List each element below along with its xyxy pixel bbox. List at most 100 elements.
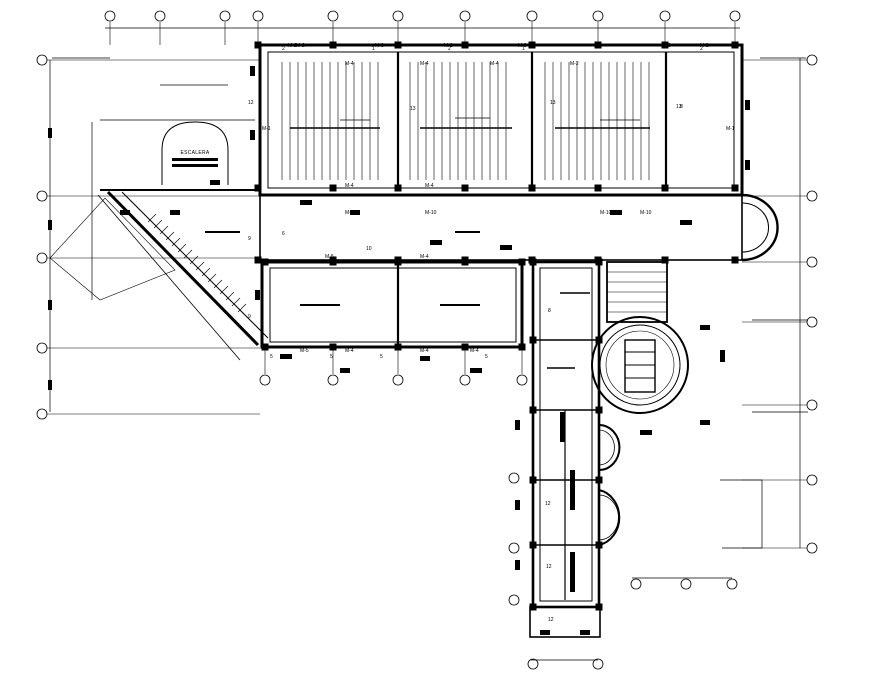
- room-number: 2: [282, 46, 285, 52]
- column: [329, 184, 337, 192]
- column: [595, 476, 603, 484]
- column: [394, 258, 402, 266]
- wall-segment: [720, 350, 725, 362]
- wall-segment: [640, 430, 652, 435]
- wall-segment: [700, 420, 710, 425]
- wall-tag: M-3: [518, 43, 527, 49]
- room-number: 9: [248, 314, 251, 320]
- room-number: 5: [380, 354, 383, 360]
- wall-segment: [420, 356, 430, 361]
- column: [254, 41, 262, 49]
- wall-tag: M-4: [420, 254, 429, 260]
- grid-bubble: [726, 578, 738, 590]
- column: [461, 258, 469, 266]
- room-number: 8: [680, 104, 683, 110]
- grid-bubble: [327, 374, 339, 386]
- column: [329, 41, 337, 49]
- grid-bubble: [806, 316, 818, 328]
- wall-segment: [250, 130, 255, 140]
- room-number: 12: [546, 564, 552, 570]
- wall-tag: M-4: [470, 348, 479, 354]
- column: [594, 184, 602, 192]
- towers: [591, 193, 779, 546]
- wall-segment: [250, 66, 255, 76]
- grid-bubble: [806, 399, 818, 411]
- room-number: 5: [270, 354, 273, 360]
- room-number: 5: [485, 354, 488, 360]
- wall-segment: [470, 368, 482, 373]
- wall-tag: M-4: [345, 183, 354, 189]
- column: [261, 258, 269, 266]
- column: [661, 184, 669, 192]
- column: [731, 184, 739, 192]
- wall-segment: [280, 354, 292, 359]
- column: [254, 256, 262, 264]
- column: [595, 258, 603, 266]
- grid-bubble: [729, 10, 741, 22]
- stair-dome: ESCALERA: [161, 121, 229, 185]
- dimension-lines: [49, 27, 808, 661]
- column: [594, 41, 602, 49]
- wall-segment: [700, 325, 710, 330]
- grid-bubble: [508, 472, 520, 484]
- grid-bubble: [259, 374, 271, 386]
- wall-segment: [515, 500, 520, 510]
- room-number: 12: [248, 100, 254, 106]
- beams: [205, 117, 650, 369]
- wall-tag: M-1: [726, 126, 735, 132]
- room-number: 10: [366, 246, 372, 252]
- column: [731, 41, 739, 49]
- grid-bubble: [806, 542, 818, 554]
- column: [529, 541, 537, 549]
- column: [518, 343, 526, 351]
- grid-bubble: [36, 190, 48, 202]
- wall-segment: [350, 210, 360, 215]
- wall-segment: [430, 240, 442, 245]
- grid-bubble: [806, 256, 818, 268]
- wall-tag: M-2: [296, 43, 305, 49]
- wall-tag: M-2: [700, 43, 709, 49]
- grid-bubble: [327, 10, 339, 22]
- wall-segment: [300, 200, 312, 205]
- room-number: 2: [448, 46, 451, 52]
- wall-segment: [48, 300, 52, 310]
- wall-tag: M-10: [425, 210, 437, 216]
- wall-tag: M-2: [662, 43, 671, 49]
- grid-bubble: [526, 10, 538, 22]
- grid-bubble: [36, 54, 48, 66]
- grid-lines: [47, 22, 808, 549]
- grid-bubble: [806, 54, 818, 66]
- grid-bubble: [527, 658, 539, 670]
- wall-segment: [210, 180, 220, 185]
- wall-segment: [48, 128, 52, 138]
- room-number: 12: [545, 501, 551, 507]
- column: [529, 603, 537, 611]
- grid-bubble: [459, 10, 471, 22]
- wall-tag: M-4: [345, 61, 354, 67]
- wall-tag: M-4: [345, 348, 354, 354]
- grid-bubble: [592, 658, 604, 670]
- grid-bubble: [154, 10, 166, 22]
- wall-segment: [580, 630, 590, 635]
- wall-tag: M-3: [375, 43, 384, 49]
- grid-bubble: [680, 578, 692, 590]
- column: [394, 184, 402, 192]
- room-number: 6: [282, 231, 285, 237]
- grid-bubble: [508, 594, 520, 606]
- grid-bubble: [516, 374, 528, 386]
- column: [528, 41, 536, 49]
- wall-segment: [515, 560, 520, 570]
- wall-tag: M-2: [570, 61, 579, 67]
- wall-segment: [48, 380, 52, 390]
- column: [595, 603, 603, 611]
- column: [261, 343, 269, 351]
- wall-segment: [560, 412, 565, 442]
- column: [329, 343, 337, 351]
- grid-bubble: [392, 374, 404, 386]
- room-number: 2: [700, 46, 703, 52]
- grid-bubble: [806, 190, 818, 202]
- wall-tag: M-1: [262, 126, 271, 132]
- building-walls: [49, 43, 744, 638]
